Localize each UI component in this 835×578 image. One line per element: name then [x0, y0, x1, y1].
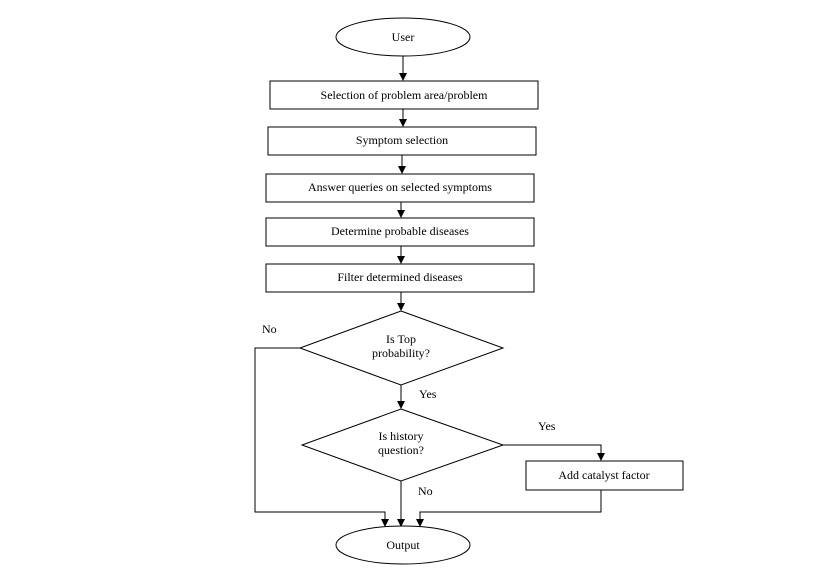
edge-history-yes	[503, 444, 605, 461]
output-label: Output	[386, 538, 420, 552]
edge-label-top-yes: Yes	[419, 387, 437, 401]
decision-history-question: Is history question?	[300, 408, 505, 482]
edge-label-history-yes: Yes	[538, 419, 556, 433]
answer-label: Answer queries on selected symptoms	[308, 180, 492, 194]
history-label-line1: Is history	[379, 429, 424, 443]
process-answer-queries: Answer queries on selected symptoms	[265, 173, 535, 203]
edge-label-history-no: No	[418, 484, 433, 498]
process-add-catalyst: Add catalyst factor	[525, 460, 684, 491]
edge-catalyst-to-output	[416, 490, 602, 527]
start-node-user: User	[335, 17, 471, 57]
process-selection: Selection of problem area/problem	[269, 80, 539, 110]
selection-label: Selection of problem area/problem	[321, 88, 489, 102]
filter-label: Filter determined diseases	[337, 270, 463, 284]
determine-label: Determine probable diseases	[331, 224, 469, 238]
top-prob-label-line1: Is Top	[386, 332, 416, 346]
decision-top-probability: Is Top probability?	[298, 310, 505, 386]
edge-top-prob-no	[254, 347, 389, 527]
catalyst-label: Add catalyst factor	[558, 468, 649, 482]
user-label: User	[392, 30, 415, 44]
process-symptom-selection: Symptom selection	[267, 126, 537, 156]
process-determine-diseases: Determine probable diseases	[265, 217, 535, 247]
history-label-line2: question?	[378, 443, 424, 457]
symptom-label: Symptom selection	[356, 133, 448, 147]
edge-label-top-no: No	[262, 322, 277, 336]
end-node-output: Output	[335, 525, 471, 565]
top-prob-label-line2: probability?	[372, 346, 430, 360]
process-filter-diseases: Filter determined diseases	[265, 263, 535, 293]
